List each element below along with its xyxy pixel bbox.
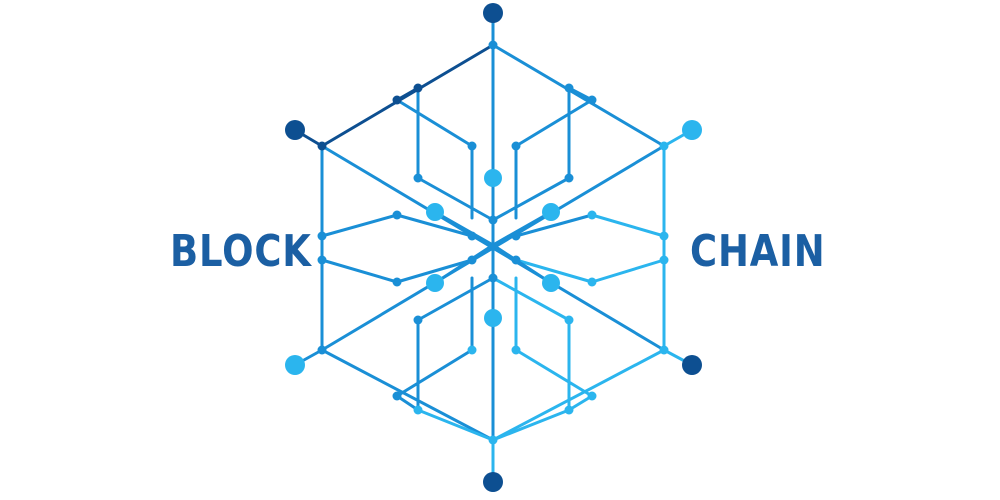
junction-node [413, 315, 423, 325]
junction-node [587, 277, 597, 287]
inner-circuit-line [491, 408, 571, 442]
inner-node [426, 274, 444, 292]
terminal-node [285, 120, 305, 140]
inner-circuit-line [590, 258, 666, 284]
inner-circuit-line [416, 408, 495, 442]
outer-hexagon-edge [491, 43, 666, 148]
junction-node [488, 435, 498, 445]
junction-node [413, 173, 423, 183]
inner-circuit-line [590, 213, 666, 238]
word-block: BLOCK [170, 226, 312, 277]
inner-circuit-line [416, 276, 495, 322]
word-chain: CHAIN [690, 226, 826, 277]
junction-node [467, 141, 477, 151]
outer-hexagon-edge [491, 348, 666, 442]
junction-node [659, 141, 669, 151]
inner-circuit-line [320, 258, 399, 284]
junction-node [659, 255, 669, 265]
junction-node [317, 345, 327, 355]
junction-node [488, 215, 498, 225]
junction-node [587, 210, 597, 220]
inner-circuit-line [514, 348, 594, 398]
inner-circuit-line [491, 176, 571, 222]
inner-circuit-line [395, 213, 474, 238]
inner-node [484, 169, 502, 187]
inner-node [542, 274, 560, 292]
junction-node [564, 83, 574, 93]
terminal-node [285, 355, 305, 375]
inner-node [484, 309, 502, 327]
junction-node [587, 95, 597, 105]
junction-node [488, 40, 498, 50]
junction-node [317, 255, 327, 265]
terminal-node [682, 120, 702, 140]
inner-circuit-line [491, 276, 571, 322]
junction-node [564, 315, 574, 325]
junction-node [392, 210, 402, 220]
inner-circuit-line [416, 176, 495, 222]
inner-circuit-line [433, 210, 495, 247]
inner-circuit-line [514, 258, 594, 284]
inner-circuit-line [395, 258, 474, 284]
terminal-node [483, 472, 503, 492]
inner-circuit-line [491, 210, 553, 247]
junction-node [659, 345, 669, 355]
junction-node [317, 141, 327, 151]
junction-node [564, 405, 574, 415]
junction-node [413, 83, 423, 93]
junction-node [467, 345, 477, 355]
inner-circuit-line [395, 98, 474, 148]
junction-node [564, 173, 574, 183]
inner-circuit-line [320, 213, 399, 238]
junction-node [511, 231, 521, 241]
inner-circuit-line [491, 243, 553, 285]
inner-circuit-line [395, 348, 474, 398]
inner-circuit-line [514, 213, 594, 238]
outer-hexagon-edge [320, 348, 495, 442]
terminal-node [682, 355, 702, 375]
junction-node [511, 141, 521, 151]
junction-node [467, 231, 477, 241]
inner-circuit-line [514, 98, 594, 148]
inner-node [426, 203, 444, 221]
junction-node [392, 391, 402, 401]
junction-node [659, 231, 669, 241]
junction-node [511, 345, 521, 355]
junction-node [488, 273, 498, 283]
junction-node [467, 255, 477, 265]
junction-node [392, 95, 402, 105]
junction-node [317, 231, 327, 241]
terminal-node [483, 3, 503, 23]
junction-node [511, 255, 521, 265]
inner-node [542, 203, 560, 221]
junction-node [587, 391, 597, 401]
inner-circuit-line [433, 243, 495, 285]
junction-node [392, 277, 402, 287]
junction-node [413, 405, 423, 415]
